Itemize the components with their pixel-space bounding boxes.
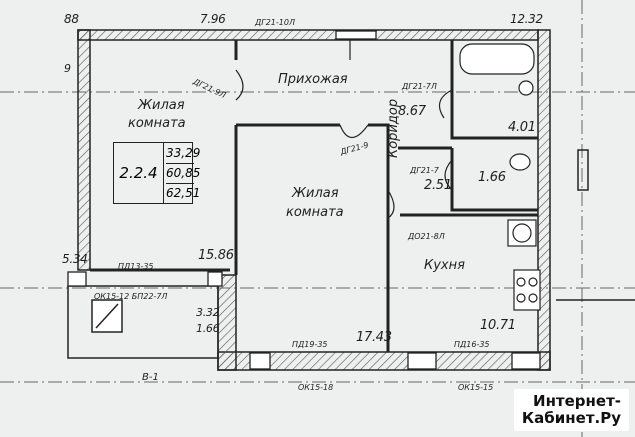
bottom-tag-3: ОК15-15	[458, 383, 494, 392]
living2-name-1: Жилая	[292, 186, 339, 201]
windows	[67, 30, 541, 370]
window-tag-2: ПД19-35	[292, 340, 328, 349]
living1-name-1: Жилая	[138, 98, 185, 113]
kitchen-name: Кухня	[424, 258, 465, 273]
unit-area-with-balcony: 62,51	[166, 186, 201, 200]
balcony-area-2: 1.66	[196, 322, 220, 335]
wc-area: 1.66	[478, 170, 506, 185]
bottom-tag-1: В-1	[142, 372, 159, 383]
dim-top-mid: 7.96	[200, 12, 226, 26]
balcony-area-1: 3.32	[196, 306, 220, 319]
watermark: Интернет- Кабинет.Ру	[513, 389, 629, 431]
neighbor-walls	[556, 149, 635, 301]
edge-mark-534: 5.34	[62, 252, 88, 266]
door-tag-4: ДГ21-7	[410, 166, 439, 175]
window-tag-1: ПД13-35	[118, 262, 154, 271]
corridor-name: Коридор	[386, 98, 401, 158]
door-tag-6: ОК15-12 БП22-7Л	[94, 292, 168, 301]
fixtures	[459, 43, 541, 311]
unit-code: 2.2.4	[114, 143, 164, 203]
living1-name-2: комната	[128, 116, 186, 131]
edge-mark-9: 9	[64, 62, 71, 75]
unit-area-total: 60,85	[166, 163, 200, 184]
door-tag-top: ДГ21-10Л	[255, 18, 295, 27]
bottom-tag-2: ОК15-18	[298, 383, 334, 392]
corridor-area: 2.51	[424, 178, 452, 193]
dim-top-right: 12.32	[510, 12, 543, 26]
window-tag-3: ПД16-35	[454, 340, 490, 349]
door-tag-5: ДО21-8Л	[408, 232, 445, 241]
inner-walls	[90, 40, 538, 352]
hall-area: 8.67	[398, 104, 426, 119]
dim-top-left: 88	[64, 12, 79, 26]
living2-name-2: комната	[286, 205, 344, 220]
kitchen-area: 10.71	[480, 318, 516, 333]
balcony	[67, 285, 219, 359]
door-tag-2: ДГ21-7Л	[402, 82, 437, 91]
watermark-line-1: Интернет-	[533, 392, 621, 410]
outer-walls	[77, 29, 551, 371]
unit-area-living: 33,29	[166, 143, 200, 164]
watermark-line-2: Кабинет.Ру	[521, 409, 621, 427]
living2-area: 17.43	[356, 330, 392, 345]
living1-area: 15.86	[198, 248, 234, 263]
unit-area-box: 2.2.4 33,29 60,85 62,51	[113, 142, 201, 204]
hall-name: Прихожая	[278, 72, 348, 87]
bath-area: 4.01	[508, 120, 536, 135]
door-swings	[235, 40, 453, 219]
